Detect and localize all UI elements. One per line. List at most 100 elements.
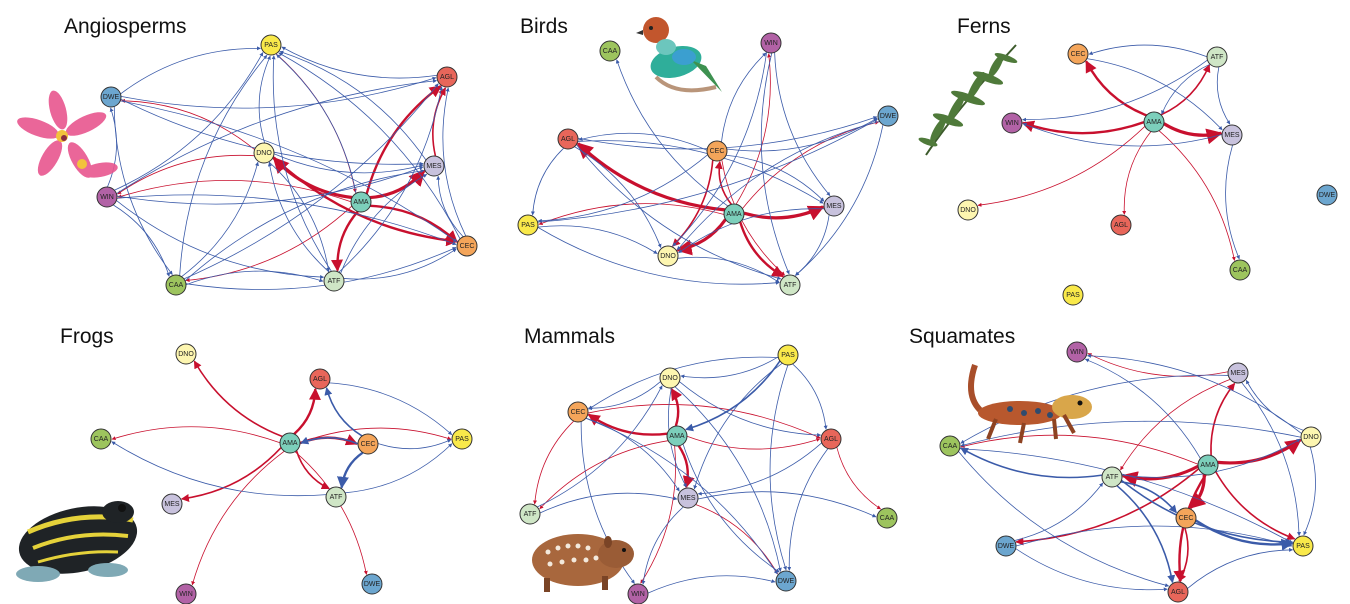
node-circle <box>1101 466 1123 488</box>
node-label: AGL <box>824 436 838 443</box>
node-agl: AGL <box>309 368 331 390</box>
node-label: WIN <box>179 591 193 598</box>
edge-dwe-pas <box>120 46 261 95</box>
edge-mes-dno <box>678 208 825 254</box>
node-label: AMA <box>353 199 369 206</box>
node-atf: ATF <box>779 274 801 296</box>
node-circle <box>777 344 799 366</box>
edge-ama-mes <box>677 445 695 489</box>
node-circle <box>1167 581 1189 603</box>
node-dwe: DWE <box>995 535 1017 557</box>
edge-win-dwe <box>647 575 776 594</box>
edge-agl-caa <box>836 447 881 510</box>
node-circle <box>1221 124 1243 146</box>
panel-title-ferns: Ferns <box>957 15 1011 38</box>
node-circle <box>519 503 541 525</box>
edge-cec-pas <box>537 154 708 223</box>
edge-ama-pas <box>1214 471 1296 541</box>
node-circle <box>253 142 275 164</box>
edge-ama-mes <box>743 205 825 221</box>
node-circle <box>823 195 845 217</box>
edge-dno-mes <box>273 153 424 174</box>
panel-ferns: Ferns CEC ATF WIN AMA MES DNO AGL <box>918 15 1338 306</box>
edge-ama-caa <box>615 59 729 207</box>
edge-dwe-atf <box>1014 482 1104 541</box>
node-label: CAA <box>943 443 958 450</box>
node-label: CEC <box>1071 51 1086 58</box>
node-caa: CAA <box>1229 259 1251 281</box>
node-circle <box>706 140 728 162</box>
node-circle <box>567 401 589 423</box>
edge-agl-pas <box>530 147 565 216</box>
panel-squamates: Squamates WIN MES DNO AMA CAA ATF CEC DW… <box>909 325 1322 603</box>
node-dno: DNO <box>175 343 197 365</box>
edge-mes-dwe <box>695 504 778 575</box>
node-circle <box>957 199 979 221</box>
edge-ama-win <box>117 180 352 203</box>
edge-caa-agl <box>958 451 1170 588</box>
gecko-lizard-icon <box>968 364 1092 444</box>
node-circle <box>1227 362 1249 384</box>
node-mes: MES <box>823 195 845 217</box>
node-circle <box>325 486 347 508</box>
edge-cec-pas <box>278 52 461 240</box>
edge-cec-mes <box>436 175 464 238</box>
node-circle <box>436 66 458 88</box>
node-label: WIN <box>631 591 645 598</box>
edge-dwe-caa <box>113 106 173 275</box>
edge-dno-caa <box>960 420 1302 447</box>
node-label: DWE <box>998 543 1015 550</box>
node-pas: PAS <box>1292 535 1314 557</box>
edge-agl-atf <box>576 144 782 280</box>
edge-atf-mes <box>340 173 428 274</box>
node-label: WIN <box>100 194 114 201</box>
edge-ama-agl <box>365 85 442 195</box>
edge-ama-agl <box>1122 131 1152 215</box>
node-label: ATF <box>784 282 797 289</box>
edge-ama-dwe <box>294 451 368 575</box>
node-label: WIN <box>1070 349 1084 356</box>
colorful-bird-icon <box>636 17 722 93</box>
node-cec: CEC <box>1067 43 1089 65</box>
edge-atf-pas <box>345 443 453 494</box>
edge-agl-dwe <box>787 448 829 571</box>
node-label: CAA <box>94 436 109 443</box>
edge-cec-mes <box>726 154 825 202</box>
edge-atf-win <box>1022 59 1208 122</box>
node-ama: AMA <box>666 425 688 447</box>
node-label: AGL <box>1171 589 1185 596</box>
node-circle <box>760 32 782 54</box>
edge-ama-agl <box>293 387 321 435</box>
edge-dwe-cec <box>120 100 458 243</box>
node-label: AMA <box>282 440 298 447</box>
node-circle <box>1001 112 1023 134</box>
edge-dno-mes <box>1245 379 1304 431</box>
edge-dno-pas <box>1303 446 1316 536</box>
node-label: AMA <box>1146 119 1162 126</box>
node-pas: PAS <box>451 428 473 450</box>
edge-win-atf <box>760 52 790 275</box>
node-circle <box>775 570 797 592</box>
node-cec: CEC <box>357 433 379 455</box>
edge-cec-win <box>721 52 767 143</box>
node-label: DNO <box>662 375 678 382</box>
edge-dno-cec <box>587 381 661 411</box>
node-cec: CEC <box>1175 507 1197 529</box>
edge-caa-mes <box>184 169 425 282</box>
edge-atf-caa <box>111 441 327 497</box>
node-circle <box>1197 454 1219 476</box>
node-circle <box>309 368 331 390</box>
edge-dwe-agl <box>120 76 437 109</box>
edge-pas-ama <box>685 360 781 432</box>
edge-atf-pas <box>271 55 332 272</box>
node-circle <box>361 573 383 595</box>
edge-dno-dwe <box>674 386 782 572</box>
node-label: CAA <box>603 48 618 55</box>
edge-ama-dno <box>272 156 353 200</box>
edge-cec-atf <box>721 159 786 276</box>
node-circle <box>350 191 372 213</box>
edge-cec-ama <box>300 436 359 445</box>
edge-dno-atf <box>268 161 331 272</box>
node-dwe: DWE <box>361 573 383 595</box>
node-label: ATF <box>328 278 341 285</box>
